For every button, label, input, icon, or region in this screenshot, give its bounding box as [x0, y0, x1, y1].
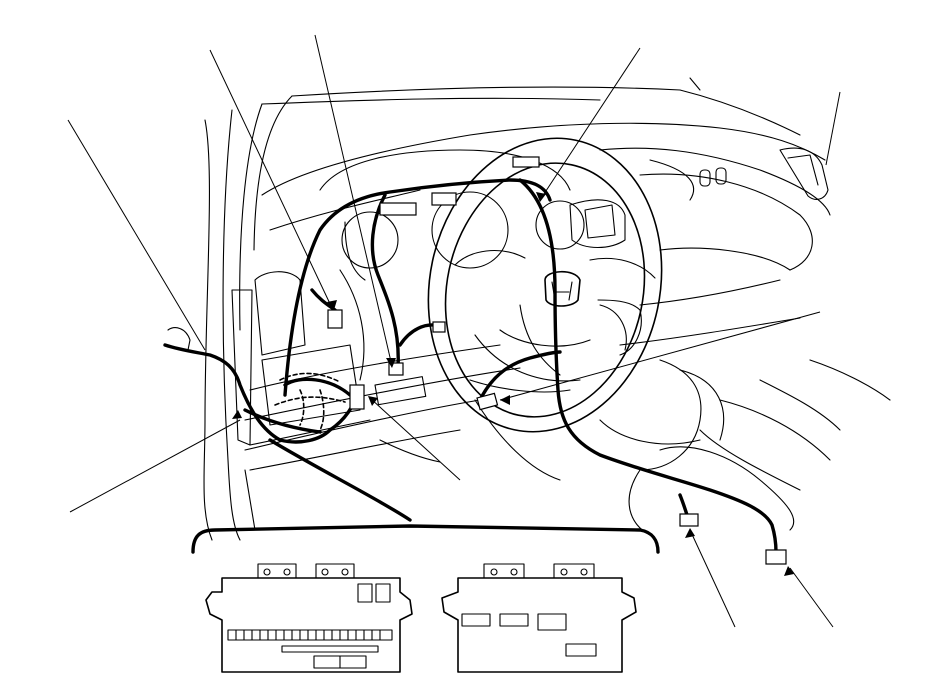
lower-left-panel	[231, 271, 441, 531]
instrument-cluster	[319, 149, 585, 269]
connector	[765, 549, 787, 565]
a-pillar	[203, 95, 293, 541]
callout-line	[209, 49, 333, 309]
callout-line	[499, 311, 821, 401]
fuse-row	[227, 629, 393, 641]
callout-line	[825, 91, 841, 166]
callout-line	[69, 419, 241, 513]
center-vents	[569, 147, 829, 249]
connector	[327, 309, 343, 329]
callout-line	[369, 397, 461, 481]
connector	[476, 392, 499, 411]
honda-emblem-icon	[544, 270, 581, 307]
callout-line	[314, 34, 393, 367]
hidden-harness-routing	[274, 372, 346, 431]
center-console	[628, 359, 891, 536]
fuse-box-view-right	[441, 563, 637, 673]
steering-wheel	[427, 137, 663, 433]
callout-line	[67, 119, 206, 351]
harness-connectors	[327, 156, 787, 565]
connector	[349, 384, 365, 410]
windshield-top	[261, 77, 801, 136]
dashboard-outline	[244, 122, 831, 471]
connector	[432, 321, 446, 333]
callout-line	[789, 567, 834, 628]
callout-line	[689, 529, 736, 628]
detail-bracket	[191, 524, 660, 554]
callout-leaders	[67, 34, 841, 628]
connector	[431, 192, 457, 206]
connector	[379, 202, 417, 216]
callout-arrowheads	[232, 192, 794, 576]
connector	[679, 513, 699, 527]
grommet-icon	[167, 327, 191, 351]
steering-column	[469, 359, 725, 481]
fuse-box-view-left	[205, 563, 413, 673]
instrument-panel-wire-harness	[163, 178, 778, 554]
connector	[512, 156, 540, 168]
callout-line	[539, 47, 641, 201]
